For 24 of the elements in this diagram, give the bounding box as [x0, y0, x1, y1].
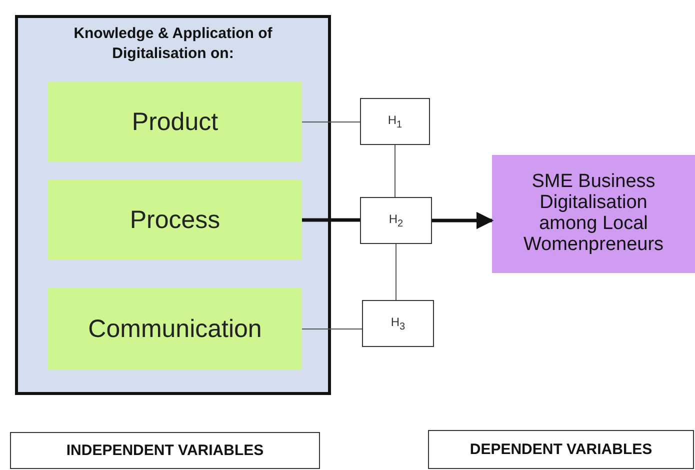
variable-box — [48, 288, 302, 370]
node-label: H$_{3}$ — [390, 314, 406, 332]
hypothesis-box — [360, 197, 432, 244]
variable-box — [48, 82, 302, 162]
outcome-box — [492, 155, 695, 273]
variable-box — [48, 180, 302, 260]
node-label: H$_{2}$ — [388, 212, 404, 230]
node-label: Communication — [88, 314, 262, 344]
group-heading: Knowledge & Application of Digitalisation on: — [72, 24, 274, 64]
connector-line — [394, 144, 396, 198]
connector-line — [302, 218, 360, 222]
hypothesis-box — [362, 300, 434, 347]
node-label: Process — [130, 206, 220, 234]
variable-group-box — [15, 15, 331, 395]
node-label: DEPENDENT VARIABLES — [470, 441, 652, 458]
connector-line — [302, 328, 362, 330]
arrow — [432, 212, 494, 230]
node-label: INDEPENDENT VARIABLES — [66, 442, 264, 459]
node-label: H$_{1}$ — [388, 112, 402, 130]
category-box — [428, 430, 694, 469]
node-label: SME Business Digitalisation among Local Womenpreneurs — [522, 172, 665, 256]
category-box — [10, 432, 320, 469]
hypothesis-box — [360, 98, 430, 145]
node-label: Product — [132, 108, 218, 136]
